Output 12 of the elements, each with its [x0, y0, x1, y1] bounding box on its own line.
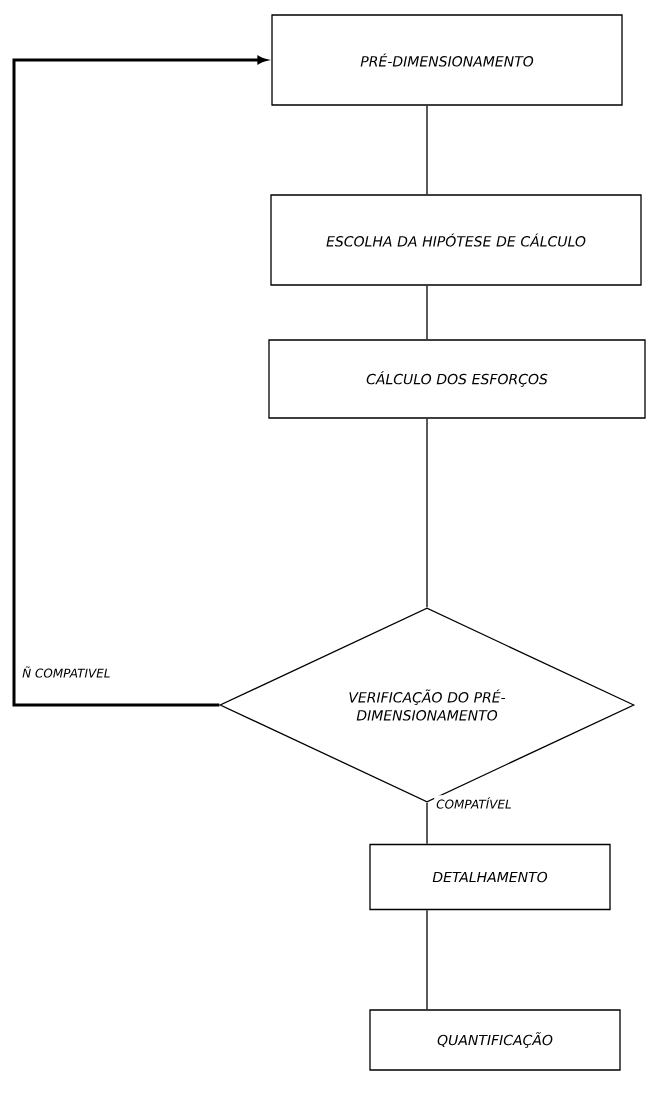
process-box: QUANTIFICAÇÃO: [369, 1009, 621, 1071]
process-box: ESCOLHA DA HIPÓTESE DE CÁLCULO: [270, 194, 642, 286]
edge-label: Ñ COMPATIVEL: [20, 664, 113, 680]
connector-line: [426, 105, 428, 195]
connector-line: [426, 802, 428, 845]
connector-line: [426, 418, 428, 608]
process-box: PRÉ-DIMENSIONAMENTO: [271, 14, 623, 106]
connector-line: [426, 285, 428, 340]
process-box: CÁLCULO DOS ESFORÇOS: [268, 339, 646, 419]
connector-line: [426, 909, 428, 1010]
process-box: DETALHAMENTO: [369, 843, 611, 911]
edge-label: COMPATÍVEL: [434, 795, 514, 811]
